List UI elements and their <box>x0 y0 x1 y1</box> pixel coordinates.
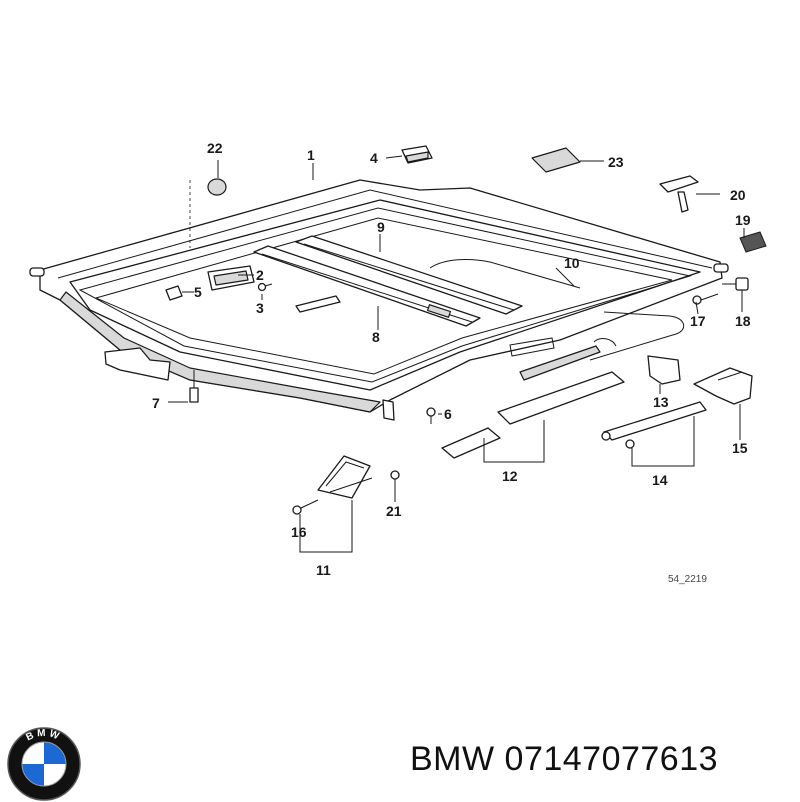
bmw-logo-letters: BMW <box>24 728 60 744</box>
callout-19: 19 <box>735 212 751 228</box>
callout-23: 23 <box>608 154 624 170</box>
callout-1: 1 <box>307 147 315 163</box>
callout-15: 15 <box>732 440 748 456</box>
bmw-logo: BMW <box>7 727 81 801</box>
screw-part-17 <box>692 293 719 305</box>
clip-part-4 <box>401 145 433 164</box>
sunroof-frame <box>29 179 729 421</box>
callout-22: 22 <box>207 140 223 156</box>
callout-5: 5 <box>194 284 202 300</box>
callout-7: 7 <box>152 395 160 411</box>
screw-part-16 <box>292 499 319 515</box>
clip-part-19 <box>739 231 767 253</box>
callout-4: 4 <box>370 150 378 166</box>
callout-3: 3 <box>256 300 264 316</box>
strip <box>295 295 341 313</box>
bracket-part-13 <box>647 355 681 385</box>
pad-part-23 <box>531 147 581 173</box>
callout-14: 14 <box>652 472 668 488</box>
callout-10: 10 <box>564 255 580 271</box>
hinge-part-11 <box>317 455 373 499</box>
callout-17: 17 <box>690 313 706 329</box>
connector-part-18 <box>722 277 749 291</box>
cable-part-10 <box>429 259 685 361</box>
callout-20: 20 <box>730 187 746 203</box>
diagram-reference-code: 54_2219 <box>668 574 707 585</box>
callout-9: 9 <box>377 219 385 235</box>
nut-part-5 <box>165 285 183 301</box>
screw-part-6 <box>426 407 436 424</box>
leader-lines <box>168 155 745 553</box>
callout-labels: 1 2 3 4 5 6 7 8 9 10 11 12 13 14 15 16 1… <box>152 140 751 585</box>
guide-rail-part-9 <box>295 235 523 315</box>
callout-18: 18 <box>735 313 751 329</box>
svg-text:BMW: BMW <box>24 728 63 744</box>
bolt-part-7 <box>189 370 199 403</box>
callout-2: 2 <box>256 267 264 283</box>
callout-6: 6 <box>444 406 452 422</box>
callout-21: 21 <box>386 503 402 519</box>
plug-part-22 <box>207 178 227 196</box>
part-number-label: BMW 07147077613 <box>410 740 719 778</box>
bracket-part-20 <box>659 175 699 213</box>
callout-12: 12 <box>502 468 518 484</box>
slide-bar-part-8 <box>253 245 481 327</box>
screw-part-21 <box>390 470 400 488</box>
guide-part-15 <box>693 367 753 405</box>
arm-assembly-part-12 <box>441 338 625 459</box>
link-part-14 <box>601 401 707 449</box>
screw-part-3 <box>257 282 273 292</box>
callout-11: 11 <box>316 562 331 578</box>
callout-8: 8 <box>372 329 380 345</box>
callout-16: 16 <box>291 524 307 540</box>
callout-13: 13 <box>653 394 669 410</box>
